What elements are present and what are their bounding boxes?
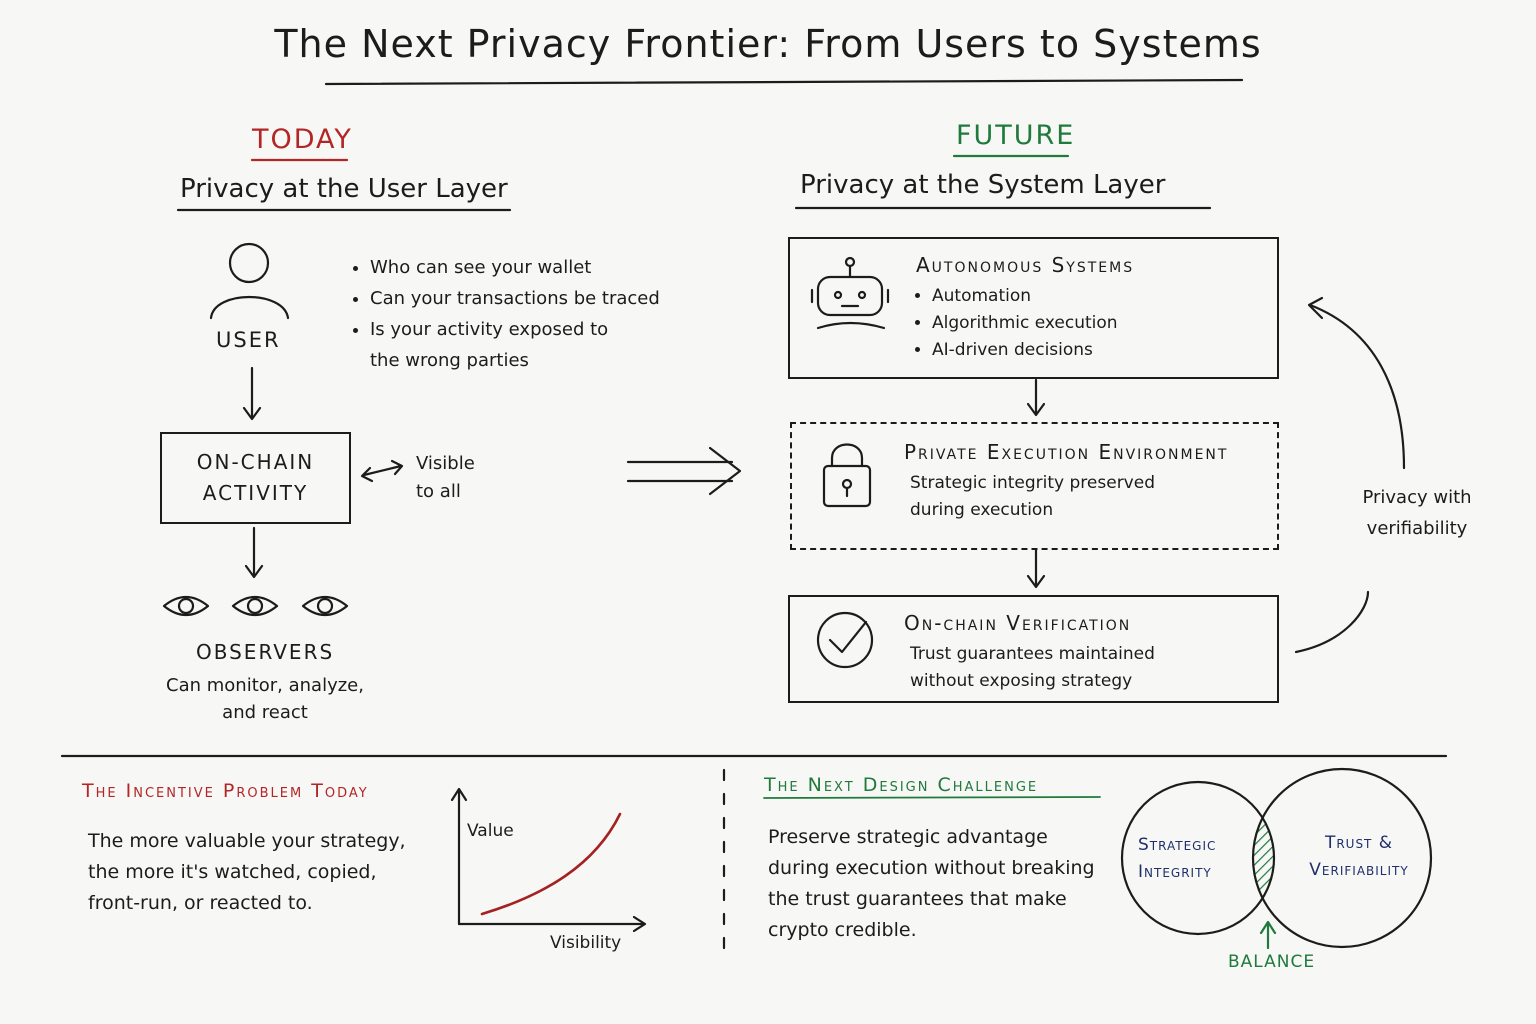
user-label: USER — [216, 328, 281, 352]
future-heading: FUTURE — [956, 120, 1076, 151]
arrow-visible — [362, 464, 403, 477]
loop-arrow-upper — [1308, 303, 1406, 470]
list-item: Can your transactions be traced — [370, 283, 710, 314]
value-visibility-chart — [450, 787, 647, 933]
design-heading: The Next Design Challenge — [764, 774, 1039, 796]
eye-icon — [301, 595, 349, 617]
private-env-desc: Strategic integrity preserved during exe… — [910, 473, 1155, 520]
lock-icon — [822, 443, 872, 508]
observers-label: OBSERVERS — [196, 640, 335, 664]
chart-xlabel: Visibility — [550, 933, 622, 953]
list-item: Algorithmic execution — [932, 310, 1232, 337]
page-title: The Next Privacy Frontier: From Users to… — [274, 22, 1262, 66]
private-execution-box: Private Execution Environment Strategic … — [790, 422, 1279, 550]
list-item: Automation — [932, 283, 1232, 310]
observers-desc: Can monitor, analyze, and react — [166, 675, 364, 723]
venn-left-label: Strategic Integrity — [1138, 835, 1217, 882]
today-heading: TODAY — [252, 124, 353, 155]
visible-note: Visible to all — [416, 453, 475, 502]
loop-arrow-lower — [1294, 590, 1370, 654]
verification-title: On-chain Verification — [904, 611, 1132, 635]
list-item: Is your activity exposed to the wrong pa… — [370, 314, 640, 376]
system-layer-subheading: Privacy at the System Layer — [800, 170, 1166, 200]
venn-center-label: BALANCE — [1228, 952, 1316, 972]
loop-note: Privacy with verifiability — [1362, 487, 1472, 539]
list-item: AI-driven decisions — [932, 337, 1232, 364]
title-underline — [324, 78, 1244, 86]
user-concerns-list: Who can see your wallet Can your transac… — [348, 252, 710, 376]
autonomous-systems-box: Autonomous Systems Automation Algorithmi… — [788, 237, 1279, 379]
venn-left-circle — [1120, 780, 1276, 936]
robot-icon — [810, 256, 890, 330]
venn-right-label: Trust & Verifiability — [1309, 833, 1409, 880]
check-circle-icon — [816, 611, 874, 669]
eye-icon — [162, 595, 210, 617]
private-env-title: Private Execution Environment — [904, 440, 1229, 464]
autonomous-title: Autonomous Systems — [916, 253, 1135, 277]
transition-arrow — [626, 446, 742, 496]
user-layer-subheading: Privacy at the User Layer — [180, 174, 508, 204]
onchain-activity-box: ON-CHAIN ACTIVITY — [160, 432, 351, 524]
venn-right-circle — [1251, 767, 1433, 949]
onchain-verification-box: On-chain Verification Trust guarantees m… — [788, 595, 1279, 703]
verification-desc: Trust guarantees maintained without expo… — [910, 644, 1155, 691]
list-item: Who can see your wallet — [370, 252, 710, 283]
incentive-text: The more valuable your strategy, the mor… — [88, 830, 406, 914]
value-curve — [480, 812, 622, 916]
autonomous-list: Automation Algorithmic execution AI-driv… — [910, 283, 1232, 364]
design-text: Preserve strategic advantage during exec… — [768, 826, 1095, 941]
eye-icon — [231, 595, 279, 617]
chart-ylabel: Value — [467, 821, 514, 841]
user-icon — [209, 242, 290, 320]
incentive-heading: The Incentive Problem Today — [82, 780, 369, 802]
onchain-activity-label: ON-CHAIN ACTIVITY — [196, 450, 315, 505]
design-underline — [763, 796, 1101, 799]
